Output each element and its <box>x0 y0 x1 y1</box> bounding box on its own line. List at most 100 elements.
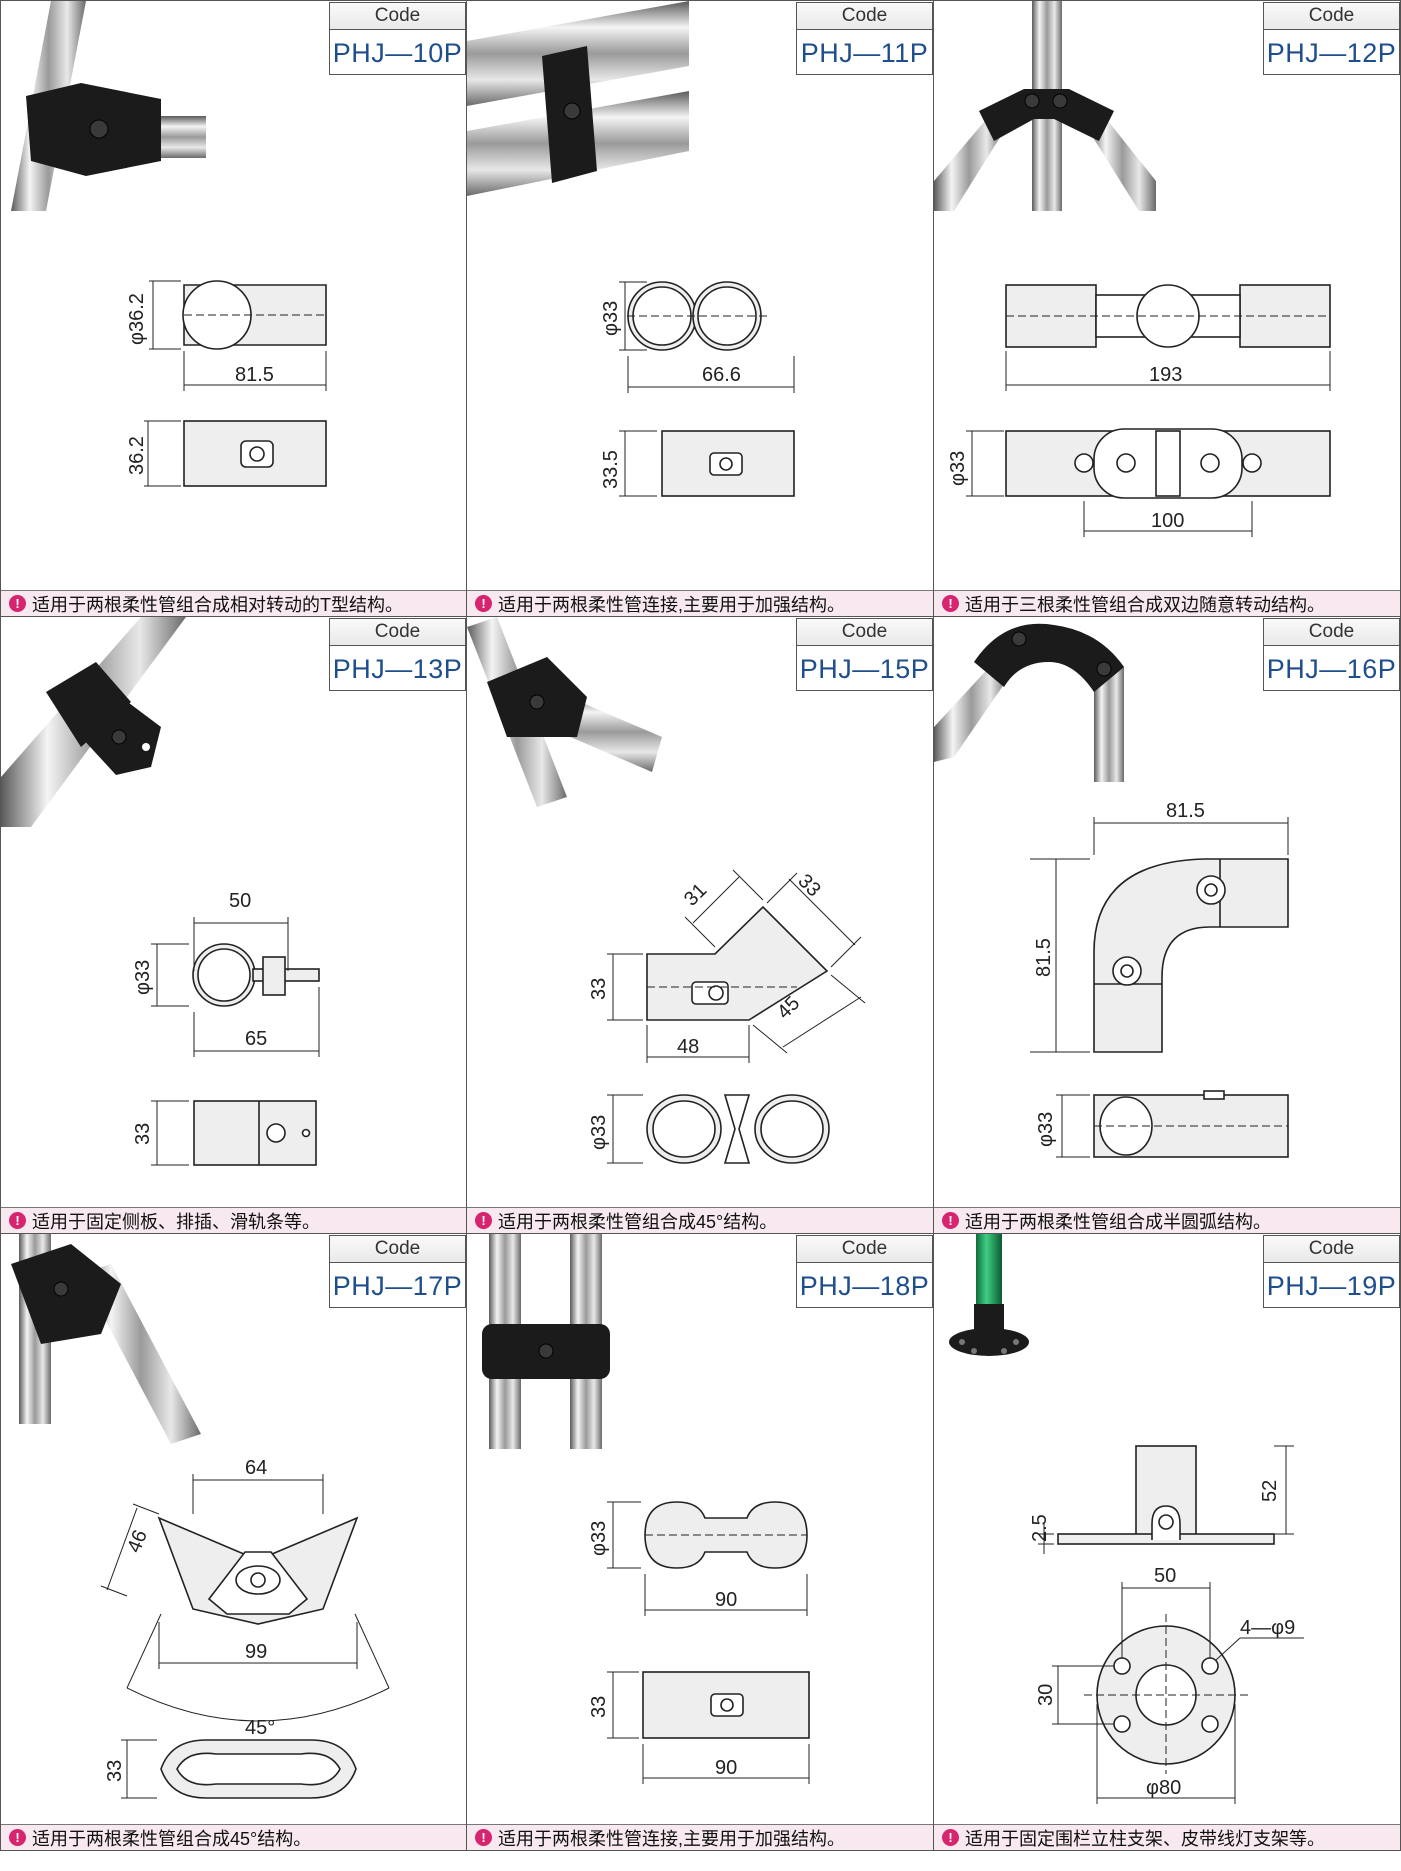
dim-label: φ33 <box>588 1115 610 1150</box>
description-bar: 适用于两根柔性管组合成45°结构。 <box>1 1824 466 1850</box>
dim-label: 30 <box>1035 1684 1057 1706</box>
description-bar: 适用于固定围栏立柱支架、皮带线灯支架等。 <box>934 1824 1400 1850</box>
product-code: PHJ—13P <box>332 654 463 684</box>
product-cell-phj-19p: Code PHJ—19P <box>934 1234 1401 1851</box>
product-cell-phj-18p: Code PHJ—18P φ33 90 3 <box>467 1234 934 1851</box>
product-cell-phj-16p: Code PHJ—16P 81 <box>934 617 1401 1234</box>
description-bar: 适用于两根柔性管组合成相对转动的T型结构。 <box>1 590 466 616</box>
dim-label: 31 <box>680 879 711 910</box>
dim-label: 81.5 <box>235 364 274 386</box>
dim-label: 45° <box>245 1717 275 1739</box>
code-label: Code <box>330 619 465 646</box>
dim-label: 50 <box>229 890 251 912</box>
code-box: Code PHJ—18P <box>796 1235 933 1308</box>
code-label: Code <box>1264 3 1399 30</box>
technical-drawing: 31 33 33 45 48 φ33 <box>588 869 866 1164</box>
description-bar: 适用于固定侧板、排插、滑轨条等。 <box>1 1207 466 1233</box>
product-code: PHJ—10P <box>332 38 463 68</box>
dim-label: 90 <box>715 1589 737 1611</box>
description-bar: 适用于两根柔性管连接,主要用于加强结构。 <box>467 590 933 616</box>
product-code: PHJ—16P <box>1266 654 1397 684</box>
exclamation-circle-icon <box>9 1829 26 1846</box>
description-bar: 适用于三根柔性管组合成双边随意转动结构。 <box>934 590 1400 616</box>
code-label: Code <box>330 3 465 30</box>
exclamation-circle-icon <box>942 595 959 612</box>
product-cell-phj-12p: Code PHJ—12P <box>934 0 1401 617</box>
description-bar: 适用于两根柔性管连接,主要用于加强结构。 <box>467 1824 933 1850</box>
exclamation-circle-icon <box>942 1829 959 1846</box>
dim-label: 65 <box>245 1028 267 1050</box>
exclamation-circle-icon <box>942 1212 959 1229</box>
technical-drawing: 193 φ33 100 <box>947 284 1331 537</box>
dim-label: 33.5 <box>600 450 622 489</box>
dim-label: 90 <box>715 1757 737 1779</box>
exclamation-circle-icon <box>9 1212 26 1229</box>
description-bar: 适用于两根柔性管组合成45°结构。 <box>467 1207 933 1233</box>
product-photo <box>11 1 206 211</box>
dim-label: φ33 <box>947 451 969 486</box>
description-text: 适用于固定侧板、排插、滑轨条等。 <box>32 1211 320 1232</box>
description-text: 适用于两根柔性管连接,主要用于加强结构。 <box>498 594 845 615</box>
description-text: 适用于三根柔性管组合成双边随意转动结构。 <box>965 594 1325 615</box>
product-photo <box>467 617 662 807</box>
product-cell-phj-17p: Code PHJ—17P <box>0 1234 467 1851</box>
description-text: 适用于两根柔性管组合成相对转动的T型结构。 <box>32 594 403 615</box>
product-photo <box>482 1234 610 1449</box>
dim-label: φ80 <box>1146 1777 1181 1799</box>
product-code: PHJ—18P <box>799 1271 930 1301</box>
product-code: PHJ—11P <box>800 38 929 68</box>
dim-label: φ33 <box>1035 1112 1057 1147</box>
product-photo <box>11 1234 201 1444</box>
dim-label: 81.5 <box>1166 800 1205 822</box>
product-cell-phj-10p: Code PHJ—10P φ36.2 81.5 36.2 <box>0 0 467 617</box>
technical-drawing: 81.5 81.5 φ33 <box>1030 800 1289 1158</box>
technical-drawing: 50 φ33 65 33 <box>132 890 320 1166</box>
dim-label: φ36.2 <box>126 293 148 345</box>
code-label: Code <box>1264 1236 1399 1263</box>
description-text: 适用于两根柔性管连接,主要用于加强结构。 <box>498 1828 845 1849</box>
dim-label: 33 <box>793 870 824 901</box>
product-photo <box>934 1 1156 211</box>
technical-drawing: φ33 66.6 33.5 <box>600 281 795 497</box>
code-box: Code PHJ—17P <box>329 1235 466 1308</box>
code-box: Code PHJ—12P <box>1263 2 1400 75</box>
dim-label: 33 <box>104 1760 126 1782</box>
dim-label: φ33 <box>132 960 154 995</box>
dim-label: 48 <box>677 1036 699 1058</box>
dim-label: φ33 <box>588 1521 610 1556</box>
product-photo <box>1 617 186 827</box>
dim-label: φ33 <box>600 301 622 336</box>
exclamation-circle-icon <box>475 595 492 612</box>
code-label: Code <box>797 1236 932 1263</box>
product-cell-phj-15p: Code PHJ—15P <box>467 617 934 1234</box>
dim-label: 193 <box>1149 364 1182 386</box>
technical-drawing: 64 46 99 45° 33 <box>100 1457 390 1799</box>
dim-label: 33 <box>588 978 610 1000</box>
exclamation-circle-icon <box>9 595 26 612</box>
exclamation-circle-icon <box>475 1212 492 1229</box>
code-box: Code PHJ—10P <box>329 2 466 75</box>
code-box: Code PHJ—16P <box>1263 618 1400 691</box>
dim-label: 2.5 <box>1029 1514 1051 1542</box>
product-photo <box>949 1234 1029 1356</box>
dim-label: 50 <box>1154 1565 1176 1587</box>
dim-label: 46 <box>123 1527 152 1556</box>
description-text: 适用于固定围栏立柱支架、皮带线灯支架等。 <box>965 1828 1325 1849</box>
code-label: Code <box>330 1236 465 1263</box>
code-label: Code <box>1264 619 1399 646</box>
dim-label: 66.6 <box>702 364 741 386</box>
code-box: Code PHJ—19P <box>1263 1235 1400 1308</box>
product-photo <box>934 623 1124 782</box>
description-bar: 适用于两根柔性管组合成半圆弧结构。 <box>934 1207 1400 1233</box>
product-cell-phj-13p: Code PHJ—13P 50 <box>0 617 467 1234</box>
code-label: Code <box>797 3 932 30</box>
product-code: PHJ—12P <box>1266 38 1397 68</box>
description-text: 适用于两根柔性管组合成45°结构。 <box>32 1828 312 1849</box>
code-box: Code PHJ—11P <box>796 2 933 75</box>
product-code: PHJ—19P <box>1266 1271 1397 1301</box>
dim-label: 64 <box>245 1457 267 1479</box>
product-photo <box>467 1 689 196</box>
technical-drawing: φ33 90 33 90 <box>588 1501 810 1784</box>
dim-label: 52 <box>1259 1480 1281 1502</box>
